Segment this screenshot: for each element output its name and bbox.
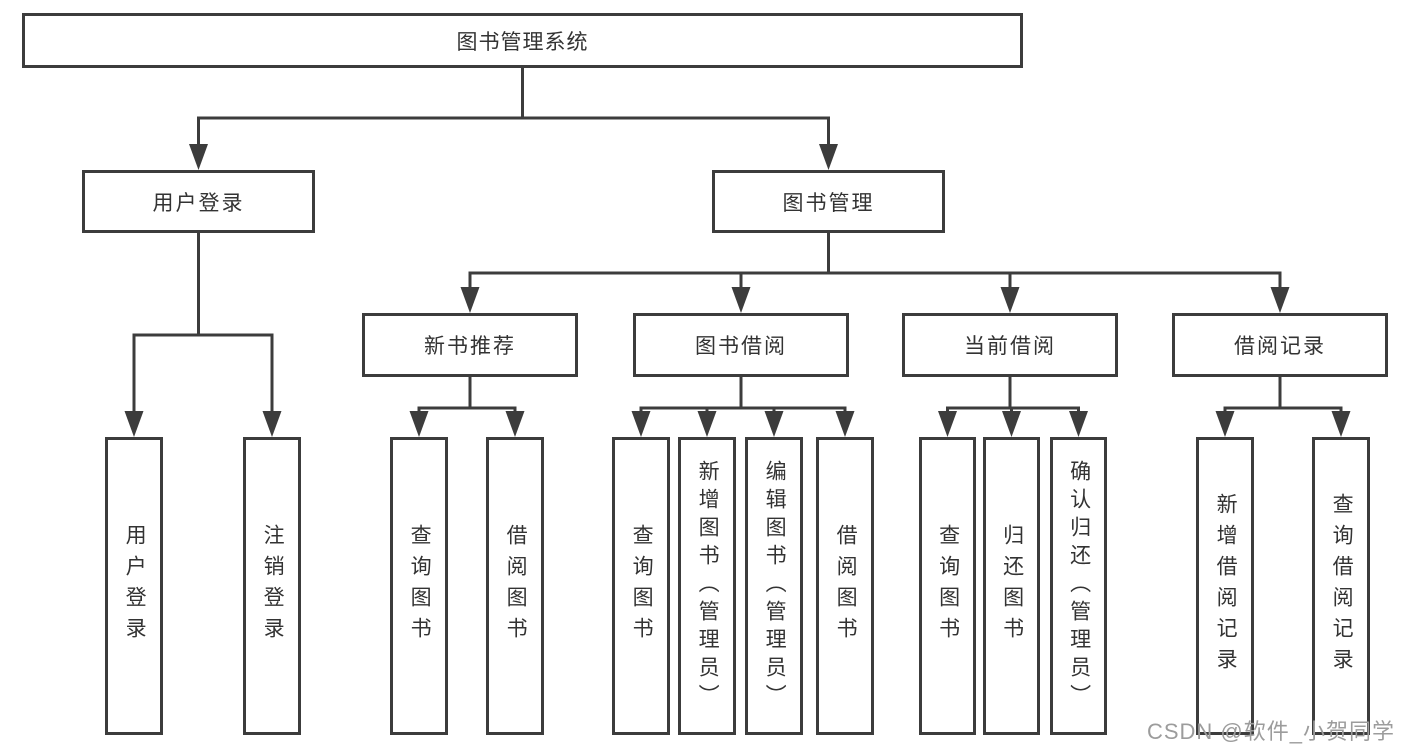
leaf-recommend-query-books: 查询图书 [390, 437, 448, 735]
node-book-management-label: 图书管理 [782, 191, 875, 215]
node-new-book-recommendation-label: 新书推荐 [424, 335, 516, 358]
leaf-user-login: 用户登录 [105, 437, 163, 735]
node-library-system-label: 图书管理系统 [456, 30, 589, 54]
leaf-logout: 注销登录 [243, 437, 301, 735]
arrowheads [124, 144, 1351, 437]
node-book-borrowing: 图书借阅 [633, 313, 849, 377]
leaf-borrow-query-books: 查询图书 [612, 437, 670, 735]
node-current-borrowing: 当前借阅 [902, 313, 1118, 377]
leaf-borrow-borrow-books: 借阅图书 [816, 437, 874, 735]
node-new-book-recommendation: 新书推荐 [362, 313, 578, 377]
node-borrowing-records-label: 借阅记录 [1234, 335, 1326, 358]
node-current-borrowing-label: 当前借阅 [964, 335, 1056, 358]
leaf-borrow-add-books-admin: 新增图书（管理员） [678, 437, 736, 735]
node-user-login-label: 用户登录 [152, 191, 245, 215]
leaf-current-query-books: 查询图书 [919, 437, 976, 735]
node-book-management: 图书管理 [712, 170, 945, 233]
leaf-borrow-edit-books-admin: 编辑图书（管理员） [745, 437, 803, 735]
node-user-login: 用户登录 [82, 170, 315, 233]
watermark-text: CSDN @软件_小贺同学 [1146, 719, 1395, 744]
node-book-borrowing-label: 图书借阅 [695, 335, 787, 358]
leaf-recommend-borrow-books: 借阅图书 [486, 437, 544, 735]
node-library-system: 图书管理系统 [22, 13, 1023, 68]
leaf-records-query-record: 查询借阅记录 [1312, 437, 1370, 735]
leaf-current-confirm-return-admin: 确认归还（管理员） [1050, 437, 1107, 735]
leaf-records-add-record: 新增借阅记录 [1196, 437, 1254, 735]
leaf-current-return-books: 归还图书 [983, 437, 1040, 735]
node-borrowing-records: 借阅记录 [1172, 313, 1388, 377]
